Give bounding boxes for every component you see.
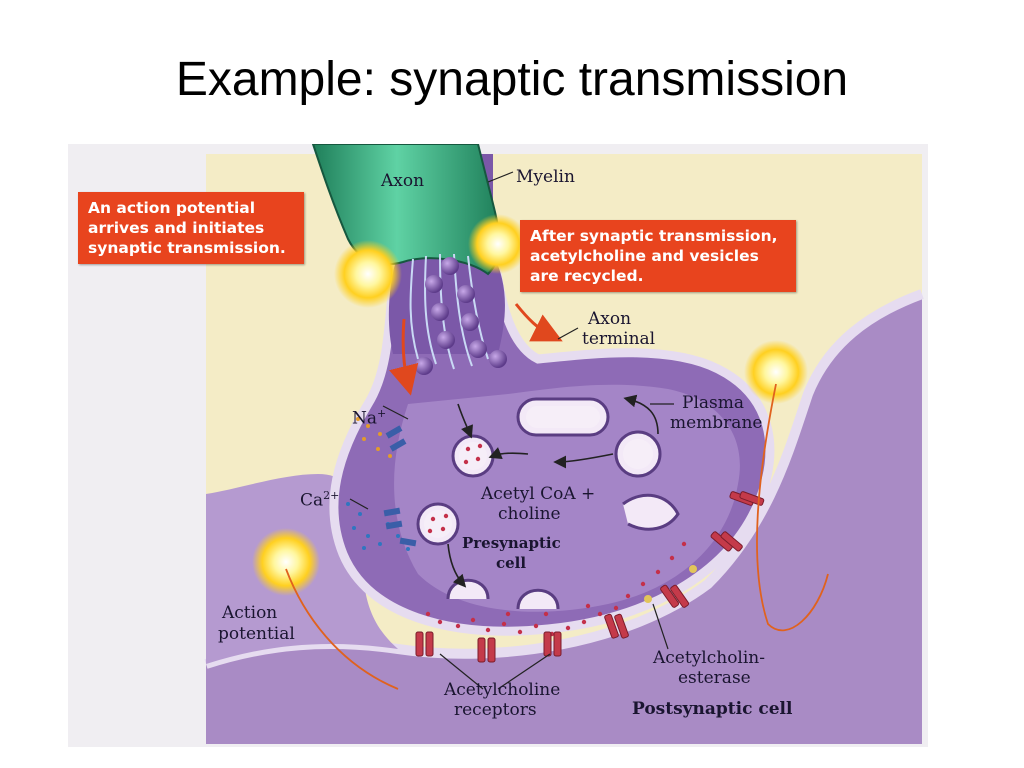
label-action-potential-line1: Action	[222, 603, 278, 623]
callout-action-potential-arrives: An action potential arrives and initiate…	[78, 192, 304, 264]
flash-axon-right	[468, 214, 528, 274]
label-myelin: Myelin	[516, 167, 575, 187]
incoming-ap-arrow	[389, 318, 419, 396]
label-sodium: Na+	[352, 404, 386, 429]
label-esterase-line1: Acetylcholin-	[653, 648, 766, 668]
slide-title: Example: synaptic transmission	[175, 53, 849, 106]
label-esterase-line2: esterase	[678, 668, 751, 688]
acetylcholine-molecules	[425, 443, 687, 637]
recycling-arrows	[447, 394, 659, 588]
label-sodium-charge: +	[377, 407, 387, 420]
label-acetyl-coa-line2: choline	[498, 504, 561, 524]
label-axon-terminal-line1: Axon	[588, 309, 632, 329]
ion-channels	[383, 425, 417, 547]
flash-axon-left	[334, 240, 402, 308]
recycle-arrow	[514, 303, 563, 342]
ap-path-left	[285, 568, 399, 690]
label-calcium: Ca2+	[300, 486, 339, 511]
flash-action-potential	[252, 528, 320, 596]
synaptic-vesicles	[415, 257, 507, 375]
label-receptors-line2: receptors	[454, 700, 537, 720]
label-plasma-membrane-line1: Plasma	[682, 393, 744, 413]
label-axon: Axon	[381, 171, 425, 191]
label-calcium-charge: 2+	[323, 489, 340, 502]
label-calcium-base: Ca	[300, 490, 324, 511]
sodium-ions	[356, 417, 392, 458]
postsynaptic-cell	[206, 294, 922, 744]
acetylcholinesterase	[644, 565, 697, 603]
synapse-diagram: An action potential arrives and initiate…	[68, 144, 928, 747]
label-presynaptic-line2: cell	[496, 554, 527, 572]
label-action-potential-line2: potential	[218, 624, 295, 644]
flash-postsynaptic	[744, 340, 808, 404]
acetylcholine-receptors	[415, 491, 765, 663]
label-postsynaptic-cell: Postsynaptic cell	[632, 699, 793, 719]
label-plasma-membrane-line2: membrane	[670, 413, 763, 433]
label-sodium-base: Na	[352, 408, 378, 429]
label-axon-terminal-line2: terminal	[582, 329, 656, 349]
label-acetyl-coa-line1: Acetyl CoA +	[481, 484, 596, 504]
ap-path-right	[756, 383, 829, 632]
leader-lines	[349, 171, 674, 690]
callout-recycling: After synaptic transmission, acetylcholi…	[520, 220, 796, 292]
label-receptors-line1: Acetylcholine	[444, 680, 561, 700]
label-presynaptic-line1: Presynaptic	[462, 534, 561, 552]
